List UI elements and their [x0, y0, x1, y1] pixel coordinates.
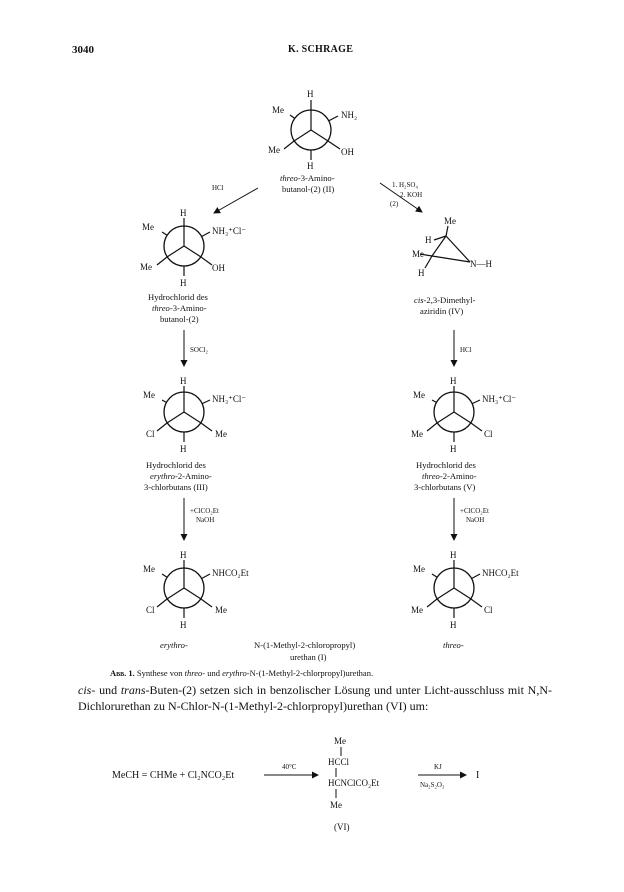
sub-me-bl: Me: [268, 145, 280, 155]
eq-hccl: HCCl: [328, 757, 350, 767]
eq-label: (VI): [334, 822, 350, 832]
svg-text:Me: Me: [444, 216, 456, 226]
eq-me-bot: Me: [330, 800, 342, 810]
sub-oh: OH: [341, 147, 354, 157]
svg-text:H: H: [450, 376, 457, 386]
compound-name-V-c: 3-chlorbutans (V): [414, 482, 475, 492]
svg-text:NHCO₂Et: NHCO₂Et: [482, 568, 519, 578]
eq-lhs: MeCH = CHMe + Cl₂NCO₂Et: [112, 770, 234, 781]
newman-projection-top: H Me NH₂ Me OH H: [268, 89, 357, 171]
svg-text:Me: Me: [412, 249, 424, 259]
label-erythro: erythro-: [160, 640, 188, 650]
sub-me-left: Me: [272, 105, 284, 115]
page-number: 3040: [72, 44, 94, 56]
eq-cond1: 40°C: [282, 763, 297, 771]
reagent-koh: 2. KOH: [400, 191, 422, 199]
svg-text:H: H: [180, 550, 187, 560]
svg-text:NHCO₂Et: NHCO₂Et: [212, 568, 249, 578]
svg-text:H: H: [425, 235, 432, 245]
svg-text:+ClCO₂Et: +ClCO₂Et: [190, 507, 219, 515]
svg-text:H: H: [180, 278, 187, 288]
reagent-hcl-2: HCl: [460, 346, 472, 354]
sub-nh2: NH₂: [341, 110, 357, 120]
eq-me-top: Me: [334, 736, 346, 746]
svg-text:OH: OH: [212, 263, 225, 273]
compound-name-II-line1: threo-3-Amino-: [280, 173, 335, 183]
svg-text:Me: Me: [413, 390, 425, 400]
arrow-h2so4-koh: [379, 182, 423, 213]
svg-text:Me: Me: [411, 429, 423, 439]
svg-text:NH₃⁺Cl⁻: NH₃⁺Cl⁻: [482, 394, 516, 404]
svg-text:H: H: [450, 620, 457, 630]
svg-text:H: H: [450, 444, 457, 454]
newman-projection-left3: H Me NHCO₂Et Cl Me H: [143, 550, 249, 630]
label-threo: threo-: [443, 640, 464, 650]
svg-text:Cl: Cl: [146, 429, 155, 439]
svg-text:NaOH: NaOH: [196, 516, 214, 524]
svg-text:Me: Me: [215, 429, 227, 439]
svg-text:Cl: Cl: [484, 429, 493, 439]
compound-name-left1-a: Hydrochlorid des: [148, 292, 209, 302]
compound-name-IV-a: cis-2,3-Dimethyl-: [414, 295, 475, 305]
compound-name-III-b: erythro-2-Amino-: [150, 471, 212, 481]
arrow-hcl: [213, 187, 259, 214]
svg-text:+ClCO₂Et: +ClCO₂Et: [460, 507, 489, 515]
svg-text:NH₃⁺Cl⁻: NH₃⁺Cl⁻: [212, 226, 246, 236]
center-name-line1: N-(1-Methyl-2-chloropropyl): [254, 640, 355, 650]
svg-text:H: H: [180, 444, 187, 454]
eq-cond2b: Na₂S₂O₃: [420, 781, 445, 789]
reagent-socl2: SOCl₂: [190, 346, 209, 354]
sub-h-bot: H: [307, 161, 314, 171]
svg-text:H: H: [180, 208, 187, 218]
eq-hcn: HCNClCO₂Et: [328, 778, 380, 788]
reagent-h2so4: 1. H₂SO₄: [392, 181, 418, 189]
svg-text:N—H: N—H: [470, 259, 492, 269]
eq-cond2a: KJ: [434, 763, 442, 771]
svg-text:Me: Me: [143, 564, 155, 574]
newman-projection-right2: H Me NH₃⁺Cl⁻ Me Cl H: [411, 376, 516, 454]
aziridine-structure: Me H Me N—H H: [412, 216, 492, 278]
svg-text:H: H: [418, 268, 425, 278]
figure-caption: Abb. 1. Synthese von threo- und erythro-…: [110, 668, 374, 678]
compound-name-III-c: 3-chlorbutans (III): [144, 482, 208, 492]
svg-text:NH₃⁺Cl⁻: NH₃⁺Cl⁻: [212, 394, 246, 404]
eq-product: I: [476, 770, 479, 781]
svg-text:H: H: [450, 550, 457, 560]
svg-text:Me: Me: [140, 262, 152, 272]
reagent-hcl: HCl: [212, 184, 224, 192]
newman-projection-right3: H Me NHCO₂Et Me Cl H: [411, 550, 519, 630]
svg-text:Cl: Cl: [146, 605, 155, 615]
center-name-line2: urethan (I): [290, 652, 327, 662]
compound-name-left1-c: butanol-(2): [160, 314, 199, 324]
body-paragraph: cis- und trans-Buten-(2) setzen sich in …: [78, 683, 553, 713]
compound-name-V-a: Hydrochlorid des: [416, 460, 477, 470]
compound-name-V-b: threo-2-Amino-: [422, 471, 477, 481]
newman-projection-left2: H Me NH₃⁺Cl⁻ Cl Me H: [143, 376, 246, 454]
compound-name-left1-b: threo-3-Amino-: [152, 303, 207, 313]
compound-name-IV-b: aziridin (IV): [420, 306, 463, 316]
compound-name-III-a: Hydrochlorid des: [146, 460, 207, 470]
sub-h-top: H: [307, 89, 314, 99]
svg-text:Me: Me: [413, 564, 425, 574]
svg-text:H: H: [180, 620, 187, 630]
svg-text:Cl: Cl: [484, 605, 493, 615]
compound-name-II-line2: butanol-(2) (II): [282, 184, 334, 194]
svg-text:Me: Me: [143, 390, 155, 400]
newman-projection-left1: H Me NH₃⁺Cl⁻ Me OH H: [140, 208, 246, 288]
svg-text:Me: Me: [142, 222, 154, 232]
equation-VI: MeCH = CHMe + Cl₂NCO₂Et 40°C Me HCCl HCN…: [112, 736, 479, 832]
svg-text:NaOH: NaOH: [466, 516, 484, 524]
reagent-step: (2): [390, 200, 399, 208]
running-head: K. SCHRAGE: [288, 44, 354, 55]
svg-text:H: H: [180, 376, 187, 386]
svg-text:Me: Me: [411, 605, 423, 615]
svg-text:Me: Me: [215, 605, 227, 615]
